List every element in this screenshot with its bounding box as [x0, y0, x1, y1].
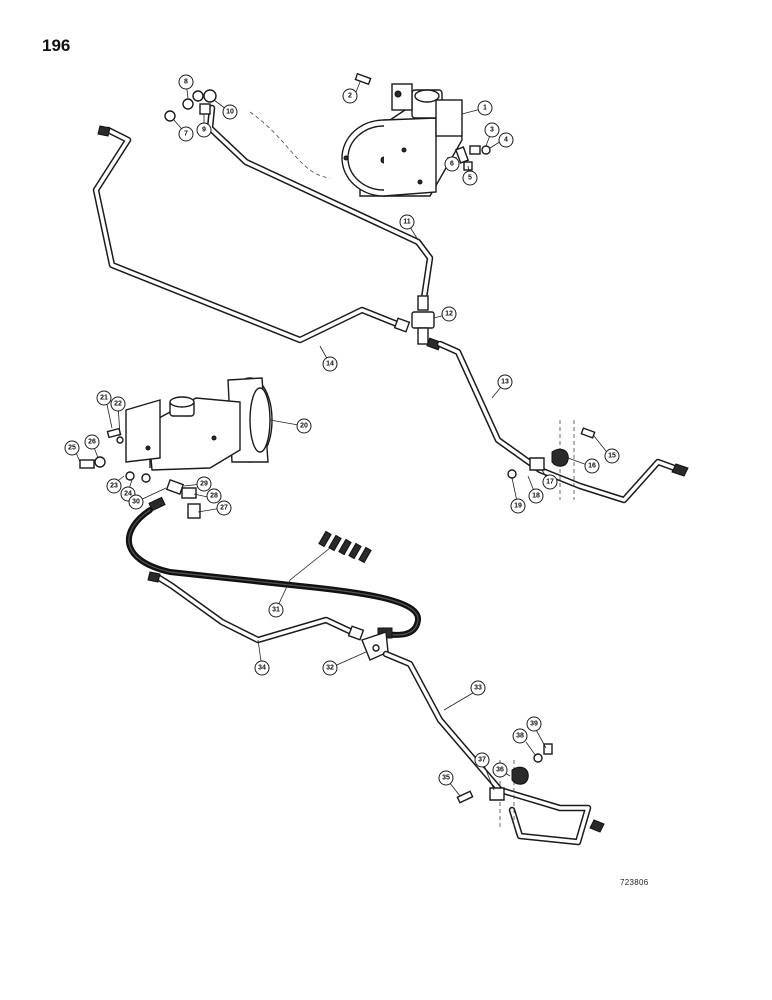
callout-31-label: 31 [272, 607, 280, 614]
callout-1: 1 [477, 100, 493, 116]
callout-2-label: 2 [348, 93, 352, 100]
callout-38: 38 [512, 728, 528, 744]
callout-2: 2 [342, 88, 358, 104]
callout-17-label: 17 [546, 479, 554, 486]
callout-24-label: 24 [124, 491, 132, 498]
callout-15: 15 [604, 448, 620, 464]
callout-33-label: 33 [474, 685, 482, 692]
callout-13: 13 [497, 374, 513, 390]
callout-34: 34 [254, 660, 270, 676]
callout-4-label: 4 [504, 137, 508, 144]
clip-16-17 [507, 427, 596, 479]
callout-34-label: 34 [258, 665, 266, 672]
callout-35: 35 [438, 770, 454, 786]
callout-8: 8 [178, 74, 194, 90]
callout-38-label: 38 [516, 733, 524, 740]
tube-14 [92, 125, 411, 344]
callout-16: 16 [584, 458, 600, 474]
callout-13-label: 13 [501, 379, 509, 386]
callout-36-label: 36 [496, 767, 504, 774]
callout-27-label: 27 [220, 505, 228, 512]
callout-39: 39 [526, 716, 542, 732]
callout-35-label: 35 [442, 775, 450, 782]
callout-4: 4 [498, 132, 514, 148]
fittings-unit-20 [79, 427, 201, 519]
callout-6: 6 [444, 156, 460, 172]
callout-17: 17 [542, 474, 558, 490]
tube-11 [206, 104, 434, 311]
callout-26: 26 [84, 434, 100, 450]
tube-13 [436, 340, 689, 504]
callout-14: 14 [322, 356, 338, 372]
callout-29-label: 29 [200, 481, 208, 488]
callout-39-label: 39 [530, 721, 538, 728]
callout-26-label: 26 [88, 439, 96, 446]
callout-5-label: 5 [468, 175, 472, 182]
callout-30: 30 [128, 494, 144, 510]
hydraulic-unit-1 [341, 83, 463, 197]
callout-30-label: 30 [132, 499, 140, 506]
callout-20-label: 20 [300, 423, 308, 430]
callout-9: 9 [196, 122, 212, 138]
callout-18: 18 [528, 488, 544, 504]
callout-18-label: 18 [532, 493, 540, 500]
spring-guard-31 [318, 530, 372, 564]
callout-20: 20 [296, 418, 312, 434]
callout-3-label: 3 [490, 127, 494, 134]
callout-21-label: 21 [100, 395, 108, 402]
callout-16-label: 16 [588, 463, 596, 470]
callout-12-label: 12 [445, 311, 453, 318]
callout-3: 3 [484, 122, 500, 138]
callout-7: 7 [178, 126, 194, 142]
callout-37-label: 37 [478, 757, 486, 764]
callout-9-label: 9 [202, 127, 206, 134]
tee-bracket-32 [361, 631, 389, 661]
callout-10: 10 [222, 104, 238, 120]
callout-29: 29 [196, 476, 212, 492]
callout-32: 32 [322, 660, 338, 676]
hidden-line-upper [249, 111, 331, 179]
callout-5: 5 [462, 170, 478, 186]
callout-37: 37 [474, 752, 490, 768]
hydraulic-unit-20 [125, 377, 273, 471]
callout-23: 23 [106, 478, 122, 494]
callout-15-label: 15 [608, 453, 616, 460]
callout-22: 22 [110, 396, 126, 412]
callout-28-label: 28 [210, 493, 218, 500]
callout-10-label: 10 [226, 109, 234, 116]
callout-31: 31 [268, 602, 284, 618]
callout-8-label: 8 [184, 79, 188, 86]
callout-19: 19 [510, 498, 526, 514]
callout-21: 21 [96, 390, 112, 406]
callout-11-label: 11 [403, 219, 411, 226]
callout-36: 36 [492, 762, 508, 778]
callout-28: 28 [206, 488, 222, 504]
callout-27: 27 [216, 500, 232, 516]
callout-1-label: 1 [483, 105, 487, 112]
callout-33: 33 [470, 680, 486, 696]
frame-outline-upper [559, 420, 575, 500]
callout-6-label: 6 [450, 161, 454, 168]
hose-31 [125, 507, 421, 639]
drawing-code: 723806 [620, 878, 649, 887]
page-number: 196 [42, 36, 71, 55]
callout-25-label: 25 [68, 445, 76, 452]
callout-23-label: 23 [110, 483, 118, 490]
callout-25: 25 [64, 440, 80, 456]
callout-14-label: 14 [326, 361, 334, 368]
callout-22-label: 22 [114, 401, 122, 408]
tee-fitting-12 [411, 311, 442, 351]
callout-32-label: 32 [326, 665, 334, 672]
callout-11: 11 [399, 214, 415, 230]
tube-33 [382, 650, 605, 846]
callout-7-label: 7 [184, 131, 188, 138]
callout-19-label: 19 [514, 503, 522, 510]
callout-12: 12 [441, 306, 457, 322]
tube-34 [147, 571, 365, 644]
